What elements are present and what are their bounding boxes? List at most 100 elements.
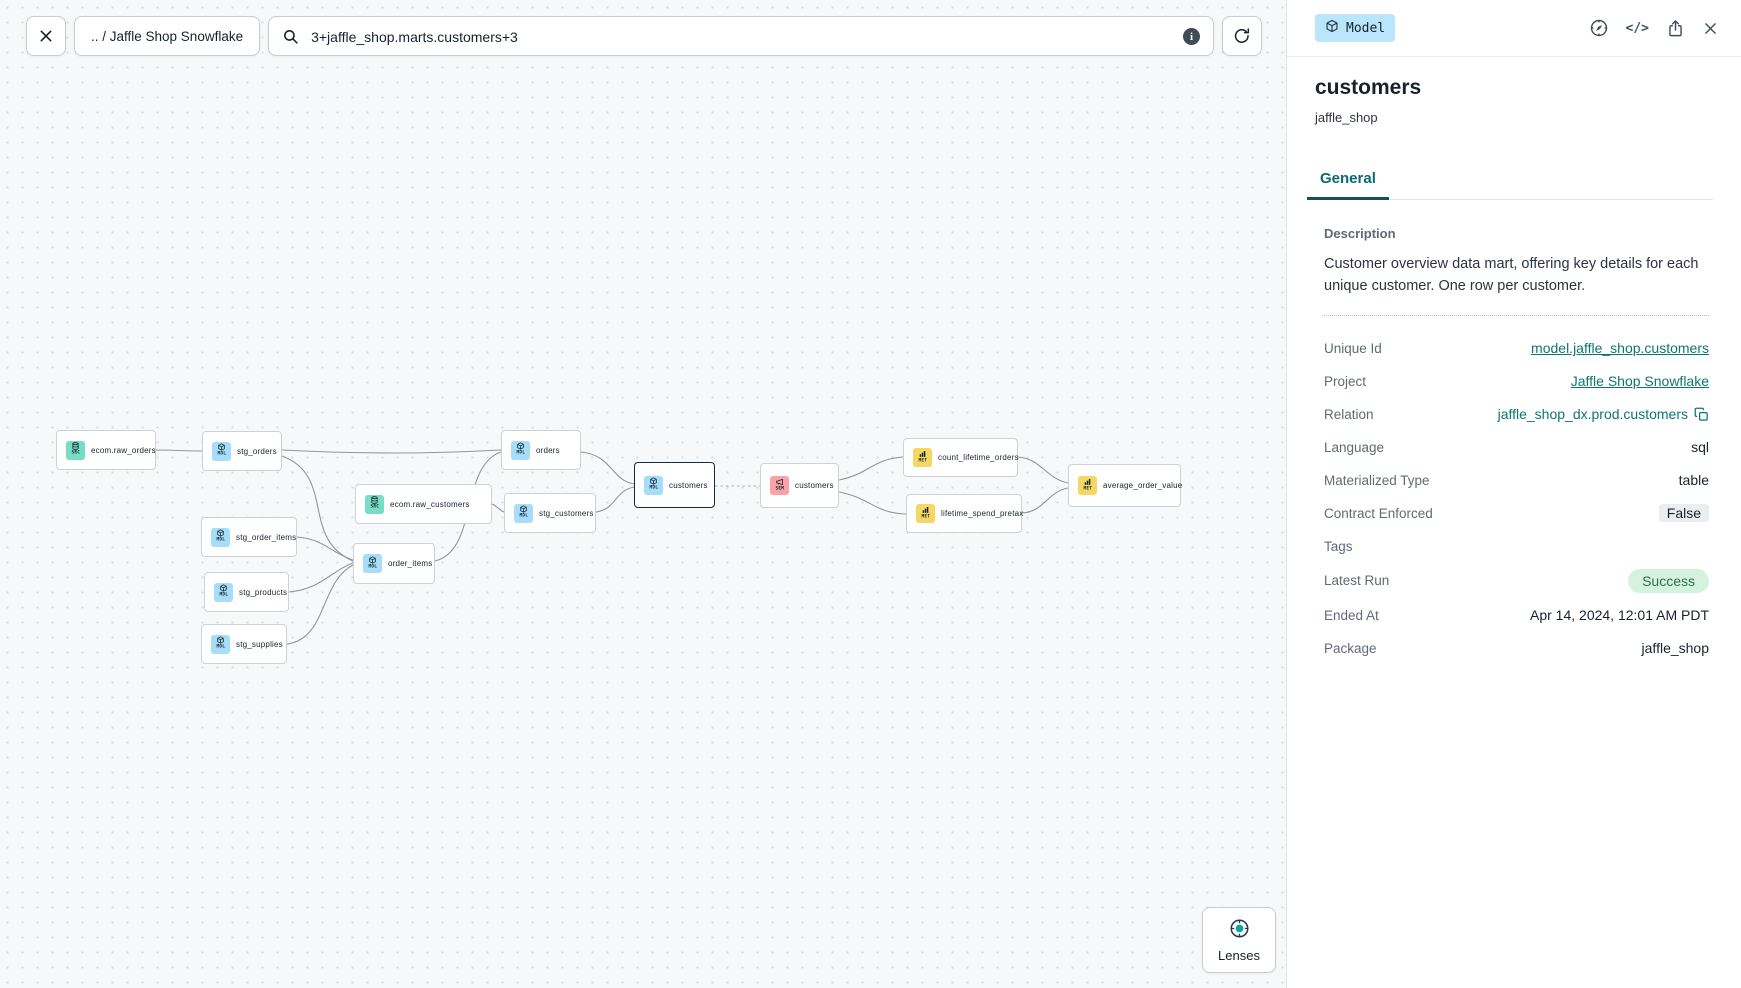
detail-value: Jaffle Shop Snowflake <box>1571 373 1709 389</box>
panel-header-icons: </> <box>1589 18 1719 38</box>
node-label: customers <box>795 481 834 490</box>
relation-value: jaffle_shop_dx.prod.customers <box>1497 406 1688 423</box>
description-text: Customer overview data mart, offering ke… <box>1324 256 1699 295</box>
model-badge-label: Model <box>1346 20 1386 36</box>
node-label: ecom.raw_orders <box>91 445 156 455</box>
tab-general[interactable]: General <box>1307 161 1389 200</box>
detail-label: Contract Enforced <box>1324 505 1433 521</box>
graph-node-lifetime_spend_pretax[interactable]: MET lifetime_spend_pretax <box>906 494 1024 533</box>
node-label: lifetime_spend_pretax <box>941 509 1024 518</box>
close-panel-icon[interactable] <box>1702 20 1719 37</box>
section-divider <box>1324 314 1709 316</box>
detail-label: Latest Run <box>1324 573 1390 589</box>
edge-ecom-raw_orders-to-stg_orders <box>155 449 203 452</box>
code-icon[interactable]: </> <box>1625 20 1649 36</box>
edge-customers-semantic-to-count_lifetime_orders <box>838 456 904 481</box>
detail-value: table <box>1678 472 1709 489</box>
node-type-tag: SEM <box>775 484 784 490</box>
edge-orders-to-customers <box>580 451 635 485</box>
edge-stg_supplies-to-order_items <box>286 564 354 645</box>
lineage-canvas[interactable]: .. / Jaffle Shop Snowflake i Lenses SRCe… <box>0 0 1286 988</box>
graph-node-ecom-raw_orders[interactable]: SRC ecom.raw_orders <box>56 430 156 470</box>
node-type-tag: MET <box>921 512 930 518</box>
node-type-tag: SRC <box>71 449 80 455</box>
edges-svg <box>155 449 1069 645</box>
node-label: stg_supplies <box>236 639 283 649</box>
breadcrumb-label: .. / Jaffle Shop Snowflake <box>91 28 244 44</box>
graph-node-stg_products[interactable]: MDL stg_products <box>204 572 289 612</box>
explore-lineage-icon[interactable] <box>1589 18 1609 38</box>
node-label: stg_customers <box>539 508 594 518</box>
detail-value: jaffle_shop_dx.prod.customers <box>1498 406 1709 422</box>
detail-label: Package <box>1324 640 1377 656</box>
node-type-tag: MDL <box>216 643 225 649</box>
edge-stg_orders-to-order_items <box>281 455 354 562</box>
detail-row-latest-run: Latest Run Success <box>1324 568 1709 593</box>
metric-icon: MET <box>916 504 935 523</box>
share-icon[interactable] <box>1666 19 1685 38</box>
detail-label: Ended At <box>1324 607 1379 623</box>
node-type-tag: MDL <box>368 562 377 568</box>
tabs: General <box>1307 161 1713 200</box>
lenses-button[interactable]: Lenses <box>1202 907 1276 973</box>
lineage-toolbar: .. / Jaffle Shop Snowflake i <box>26 16 1262 57</box>
detail-value: Apr 14, 2024, 12:01 AM PDT <box>1530 607 1709 624</box>
node-type-tag: MDL <box>217 450 226 456</box>
panel-title-block: customers jaffle_shop General <box>1287 57 1741 200</box>
semantic-icon: SEM <box>770 476 789 495</box>
node-type-tag: MDL <box>219 591 228 597</box>
detail-value: False <box>1658 504 1709 523</box>
detail-link[interactable]: model.jaffle_shop.customers <box>1531 340 1709 357</box>
status-badge: Success <box>1628 568 1709 593</box>
detail-label: Unique Id <box>1324 340 1382 356</box>
detail-row-relation: Relation jaffle_shop_dx.prod.customers <box>1324 404 1709 425</box>
detail-value: jaffle_shop <box>1641 640 1709 657</box>
node-type-tag: MDL <box>216 536 225 542</box>
node-label: stg_orders <box>237 446 277 456</box>
node-type-tag: SRC <box>370 503 379 509</box>
detail-label: Relation <box>1324 406 1374 422</box>
detail-row-contract-enforced: Contract Enforced False <box>1324 503 1709 524</box>
metric-icon: MET <box>1078 476 1097 495</box>
search-input[interactable] <box>309 17 1169 57</box>
source-icon: SRC <box>365 494 384 514</box>
graph-node-stg_supplies[interactable]: MDL stg_supplies <box>201 624 287 664</box>
refresh-button[interactable] <box>1222 16 1262 56</box>
edge-ecom-raw_customers-to-stg_customers <box>491 503 505 513</box>
detail-value: Success <box>1628 568 1709 593</box>
close-lineage-button[interactable] <box>26 16 66 56</box>
info-icon[interactable]: i <box>1183 28 1200 45</box>
panel-header: Model </> <box>1287 0 1741 57</box>
detail-row-project: Project Jaffle Shop Snowflake <box>1324 371 1709 392</box>
detail-label: Project <box>1324 373 1367 389</box>
lenses-label: Lenses <box>1218 948 1260 963</box>
detail-row-package: Package jaffle_shop <box>1324 638 1709 659</box>
node-type-tag: MDL <box>516 449 525 455</box>
detail-link[interactable]: Jaffle Shop Snowflake <box>1570 373 1709 390</box>
description-label: Description <box>1324 226 1396 241</box>
model-icon: MDL <box>363 554 382 573</box>
node-label: customers <box>669 480 708 490</box>
detail-label: Materialized Type <box>1324 472 1430 488</box>
breadcrumb[interactable]: .. / Jaffle Shop Snowflake <box>74 16 261 56</box>
node-label: stg_products <box>239 587 288 597</box>
model-icon: MDL <box>212 441 231 461</box>
graph-node-stg_orders[interactable]: MDL stg_orders <box>202 431 282 471</box>
detail-row-materialized-type: Materialized Type table <box>1324 470 1709 491</box>
panel-subtitle: jaffle_shop <box>1315 110 1378 125</box>
graph-node-customers-semantic[interactable]: SEM customers <box>760 463 839 508</box>
copy-icon[interactable] <box>1694 407 1709 422</box>
search-container: i <box>268 16 1214 57</box>
node-label: count_lifetime_orders <box>938 453 1019 462</box>
